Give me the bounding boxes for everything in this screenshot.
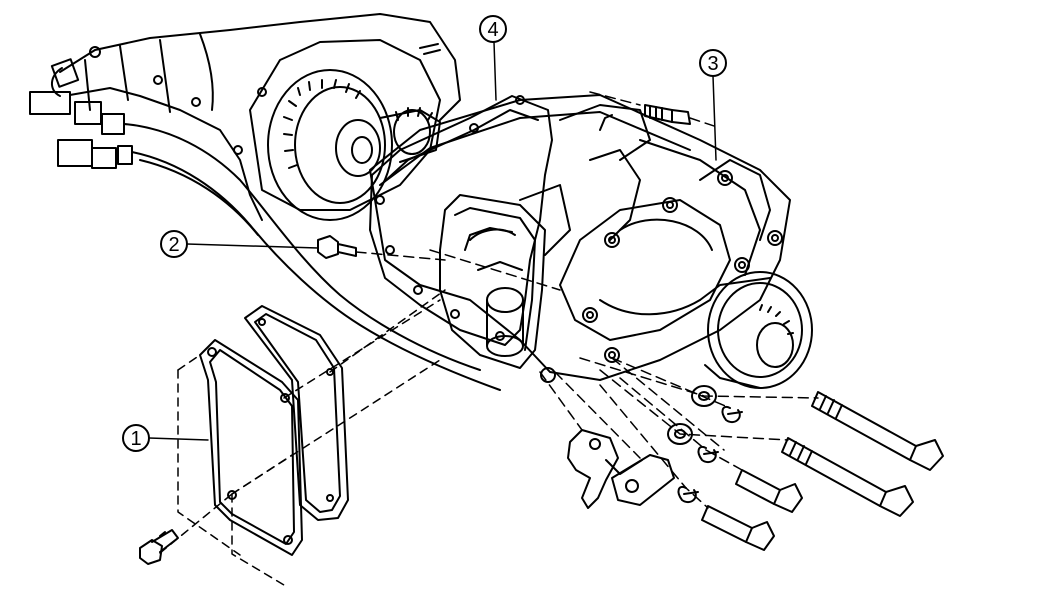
svg-text:1: 1: [130, 428, 141, 450]
output-drum: [699, 271, 813, 389]
svg-text:4: 4: [487, 19, 498, 41]
svg-text:2: 2: [168, 234, 179, 256]
callout-3: 3: [699, 49, 727, 161]
svg-text:3: 3: [707, 53, 718, 75]
cover-plate: [199, 339, 303, 556]
alignment-lines-cover: [159, 289, 446, 586]
adapter-bolt: [317, 235, 357, 259]
callout-4: 4: [479, 15, 507, 101]
washers: [667, 385, 743, 504]
clutch-gear-assembly: [249, 39, 441, 221]
transmission-housing: [51, 13, 461, 221]
cover-bolt: [139, 529, 179, 565]
wiring-connectors: [29, 58, 501, 391]
alignment-lines-hardware: [355, 91, 819, 509]
extension-housing: [369, 94, 791, 383]
cover-gasket: [244, 305, 349, 521]
long-bolts: [701, 391, 944, 551]
bracket: [567, 429, 643, 509]
adapter-housing: [369, 95, 553, 346]
callout-1: 1: [122, 424, 209, 452]
callout-2: 2: [160, 230, 319, 258]
shift-opening: [439, 194, 546, 369]
upper-bolt: [644, 104, 691, 125]
bracket-plate: [611, 454, 675, 506]
